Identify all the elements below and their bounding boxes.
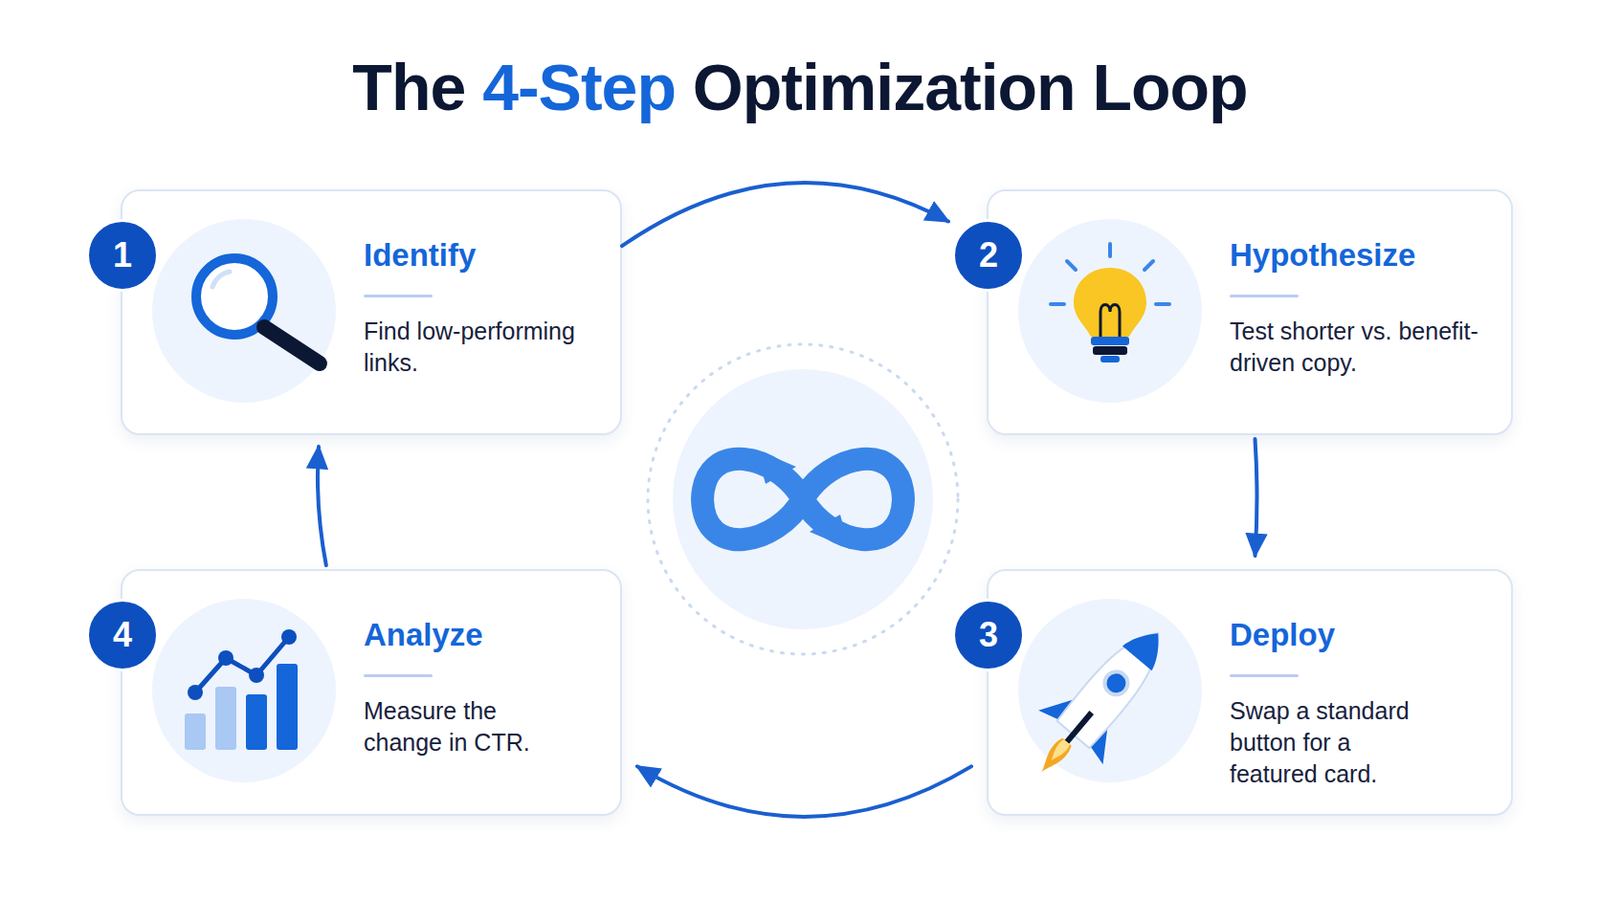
icon-disc — [152, 599, 336, 783]
magnifier-icon — [196, 258, 273, 335]
flow-arrow — [637, 766, 972, 818]
step-heading: Identify — [363, 237, 476, 274]
center-disc — [672, 369, 934, 630]
flow-arrow — [622, 182, 949, 246]
heading-underline — [1229, 294, 1299, 298]
bulb-icon — [1050, 244, 1170, 305]
step-number: 2 — [952, 219, 1025, 292]
step-heading: Hypothesize — [1229, 237, 1416, 274]
step-card: 1IdentifyFind low-performing links. — [120, 189, 623, 436]
title-part: Optimization Loop — [675, 50, 1248, 124]
bulb-glass — [1073, 267, 1147, 337]
heading-underline — [1229, 674, 1299, 678]
diagram-title: The 4-Step Optimization Loop — [0, 49, 1600, 125]
flow-arrow — [1255, 439, 1258, 556]
flow-arrow — [317, 446, 327, 566]
rocket-icon — [1008, 606, 1191, 800]
title-highlight: 4-Step — [482, 50, 676, 124]
center-ring — [647, 344, 958, 655]
loop-arrowhead — [755, 449, 797, 485]
bulb-base — [1100, 355, 1120, 363]
step-number: 1 — [86, 219, 159, 292]
bulb-filament — [1100, 305, 1120, 338]
chart-bar — [215, 687, 237, 751]
chart-dot — [218, 650, 234, 667]
magnifier-glint — [212, 271, 230, 288]
heading-underline — [363, 674, 433, 678]
loop-arrowhead — [809, 514, 850, 550]
bulb-base — [1092, 346, 1128, 356]
chart-bar — [245, 694, 267, 751]
step-number: 4 — [86, 599, 159, 672]
heading-underline — [363, 294, 433, 298]
step-description: Swap a standard button for a featured ca… — [1229, 695, 1436, 791]
icon-disc — [1018, 219, 1202, 403]
icon-disc — [152, 219, 336, 403]
chart-dot — [187, 685, 203, 701]
step-description: Find low-performing links. — [363, 315, 603, 379]
step-card: 4AnalyzeMeasure the change in CTR. — [120, 569, 623, 817]
magnifier-handle — [264, 327, 320, 364]
step-description: Measure the change in CTR. — [363, 695, 551, 759]
icon-disc — [1018, 599, 1202, 783]
title-part: The — [352, 50, 483, 124]
bulb-base — [1090, 336, 1130, 346]
chart-bar — [276, 664, 298, 751]
chart-dot — [248, 667, 265, 684]
step-description: Test shorter vs. benefit-driven copy. — [1229, 315, 1489, 379]
step-heading: Deploy — [1229, 617, 1335, 654]
step-card: 3DeploySwap a standard button for a feat… — [986, 569, 1513, 817]
chart-bar — [184, 713, 206, 751]
step-number: 3 — [952, 599, 1025, 672]
chart-dot — [281, 629, 297, 645]
infinity-loop — [702, 459, 904, 540]
step-heading: Analyze — [363, 617, 484, 654]
chart-line — [195, 637, 289, 693]
step-card: 2HypothesizeTest shorter vs. benefit-dri… — [986, 189, 1513, 436]
